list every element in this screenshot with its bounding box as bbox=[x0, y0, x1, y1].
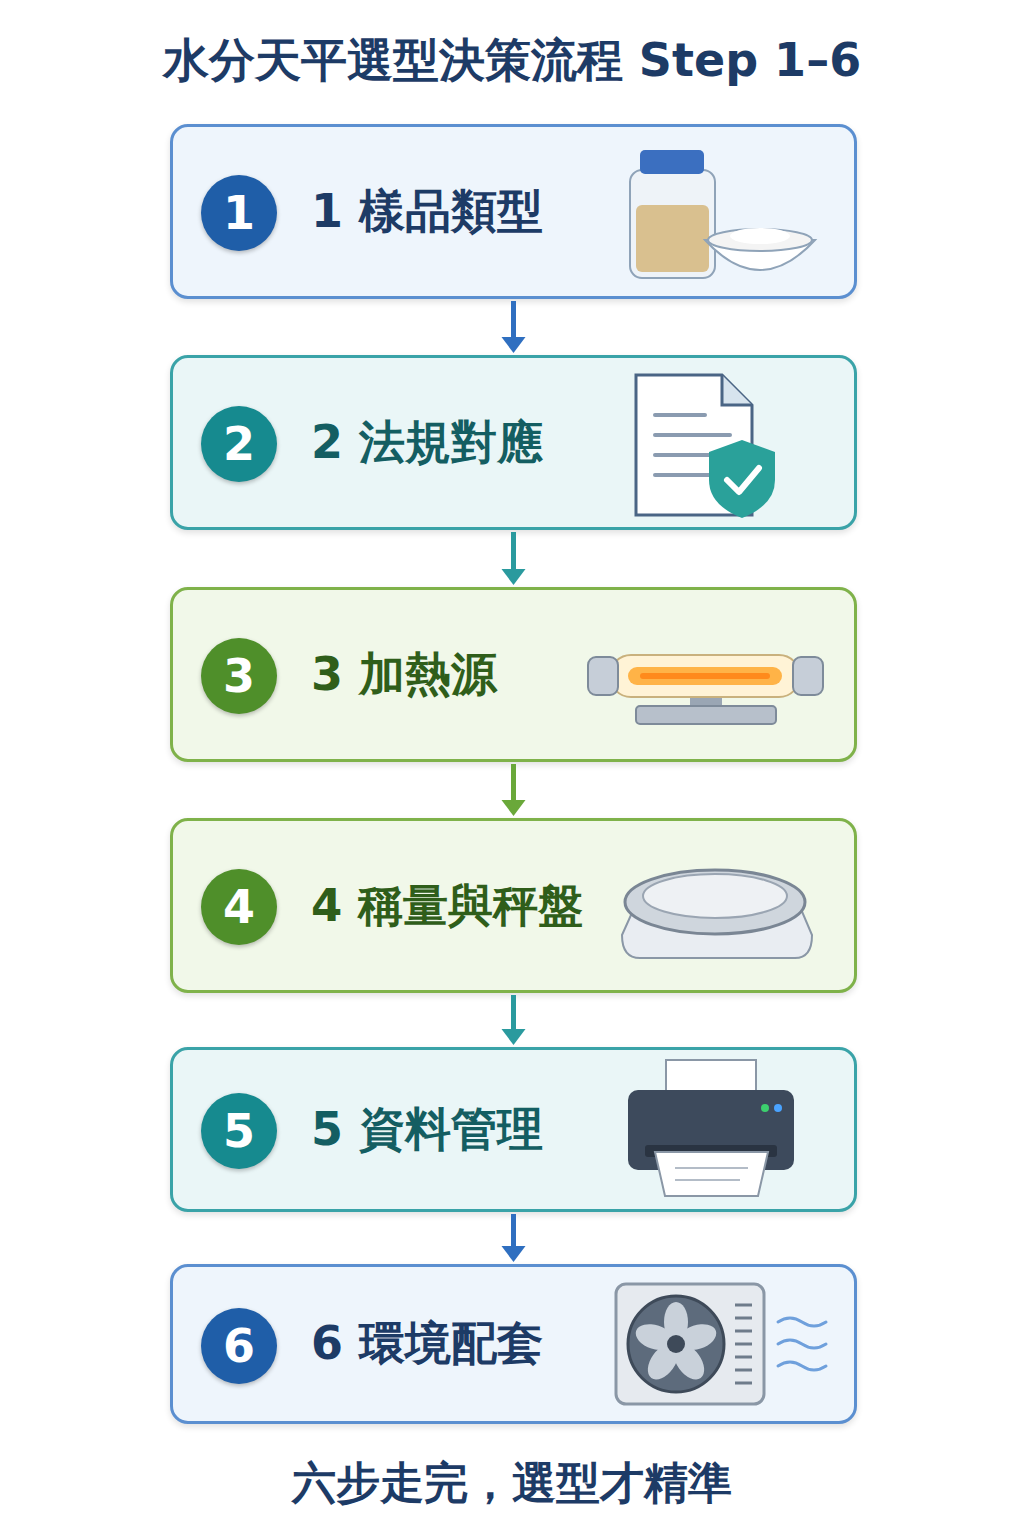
step-label: 2 法規對應 bbox=[311, 412, 543, 474]
arrow-shaft bbox=[511, 532, 516, 571]
step-number-circle: 4 bbox=[201, 869, 277, 945]
balance-icon bbox=[622, 870, 812, 958]
arrow-shaft bbox=[511, 301, 516, 339]
flow-arrow bbox=[502, 764, 526, 816]
step-label: 6 環境配套 bbox=[311, 1313, 543, 1375]
step-label: 1 樣品類型 bbox=[311, 181, 543, 243]
arrow-shaft bbox=[511, 764, 516, 802]
flow-arrow bbox=[502, 1214, 526, 1262]
flow-arrow bbox=[502, 301, 526, 353]
diagram-title: 水分天平選型決策流程 Step 1–6 bbox=[0, 30, 1024, 92]
heater-icon bbox=[588, 655, 823, 724]
step-number-circle: 5 bbox=[201, 1093, 277, 1169]
step-number: 5 bbox=[223, 1108, 255, 1154]
step-number-circle: 2 bbox=[201, 406, 277, 482]
arrow-head bbox=[502, 569, 526, 585]
step-box: 5 資料管理 5 bbox=[170, 1047, 857, 1212]
arrow-shaft bbox=[511, 995, 516, 1031]
step-box: 1 樣品類型 1 bbox=[170, 124, 857, 299]
step-label: 3 加熱源 bbox=[311, 644, 497, 706]
step-number-circle: 3 bbox=[201, 638, 277, 714]
step-label: 5 資料管理 bbox=[311, 1099, 543, 1161]
printer-icon bbox=[628, 1060, 794, 1196]
arrow-head bbox=[502, 1246, 526, 1262]
step-number: 2 bbox=[223, 421, 255, 467]
arrow-head bbox=[502, 337, 526, 353]
sample-icon bbox=[630, 150, 815, 278]
step-box: 4 稱量與秤盤 4 bbox=[170, 818, 857, 993]
flow-arrow bbox=[502, 532, 526, 585]
document-icon bbox=[636, 375, 775, 518]
diagram-caption: 六步走完，選型才精準 bbox=[0, 1454, 1024, 1513]
arrow-shaft bbox=[511, 1214, 516, 1248]
step-number: 1 bbox=[223, 190, 255, 236]
arrow-head bbox=[502, 1029, 526, 1045]
step-number: 4 bbox=[223, 884, 255, 930]
step-number-circle: 6 bbox=[201, 1308, 277, 1384]
arrow-head bbox=[502, 800, 526, 816]
step-box: 2 法規對應 2 bbox=[170, 355, 857, 530]
flow-arrow bbox=[502, 995, 526, 1045]
step-number-circle: 1 bbox=[201, 175, 277, 251]
step-box: 3 加熱源 3 bbox=[170, 587, 857, 762]
fan-icon bbox=[616, 1284, 826, 1404]
step-label: 4 稱量與秤盤 bbox=[311, 876, 583, 936]
step-number: 6 bbox=[223, 1323, 255, 1369]
step-number: 3 bbox=[223, 653, 255, 699]
step-box: 6 環境配套 6 bbox=[170, 1264, 857, 1424]
